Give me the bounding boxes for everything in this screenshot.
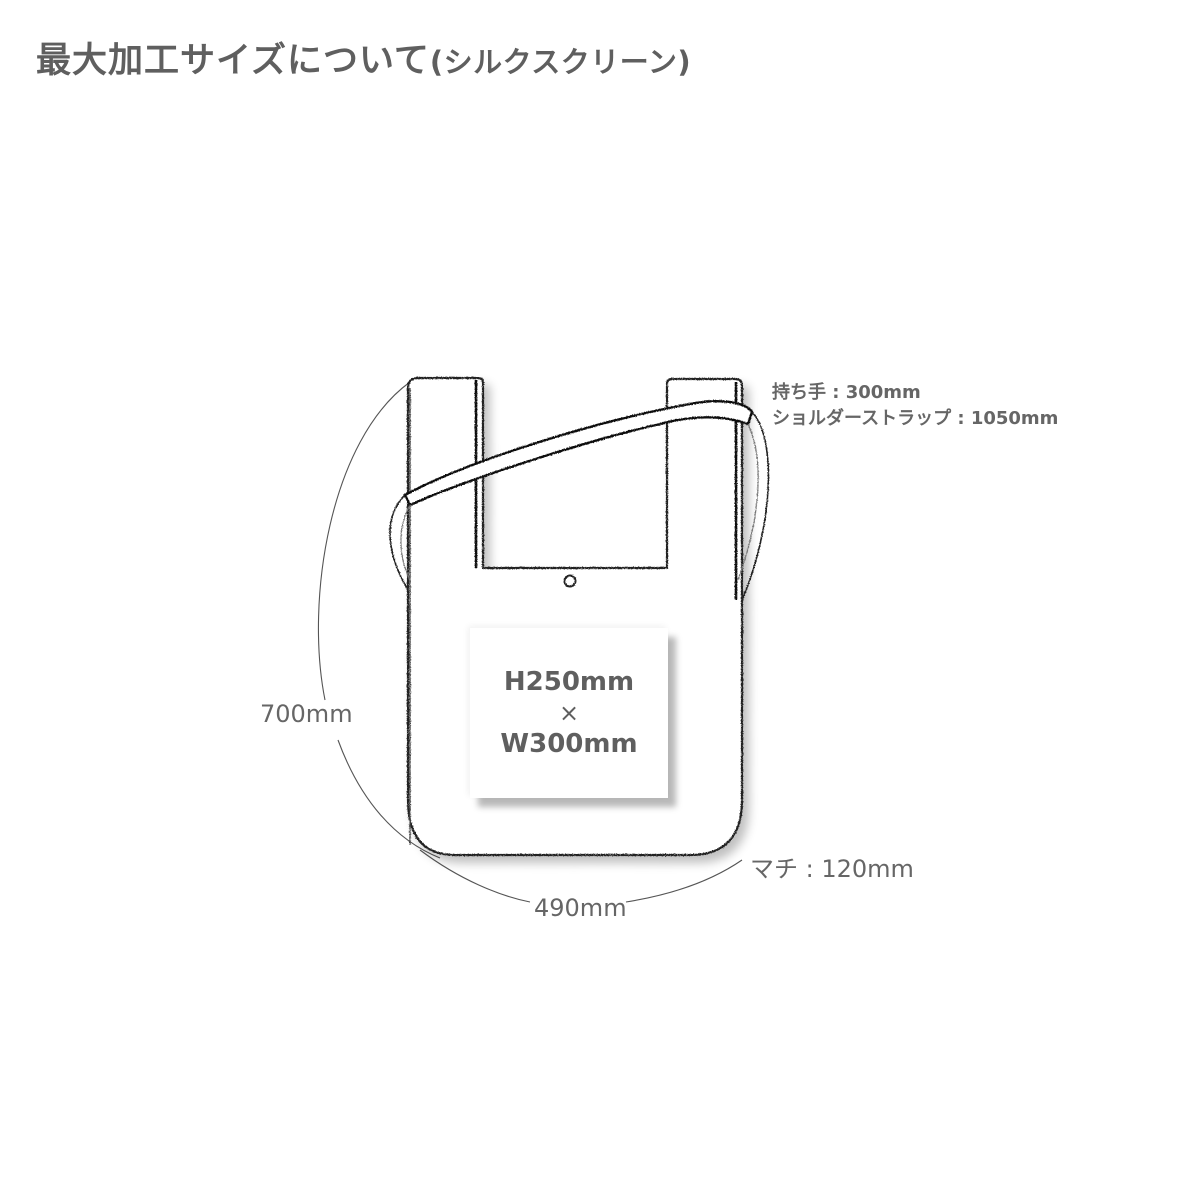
title-main: 最大加工サイズについて [36,41,430,81]
print-area-times-sign: × [558,699,580,727]
print-area-box: H250mm × W300mm [470,628,668,798]
handle-length-label: 持ち手 : 300mm [772,382,921,403]
strap-right-loop-inner [737,423,759,581]
handle-spec: 持ち手 : 300mm ショルダーストラップ : 1050mm [772,380,1058,432]
strap-length-label: ショルダーストラップ : 1050mm [772,408,1059,429]
height-arc-lower [337,739,441,859]
print-area-height: H250mm [503,667,635,697]
width-dimension-label: 490mm [534,894,627,922]
gusset-dimension-label: マチ : 120mm [750,855,914,883]
title-sub: (シルクスクリーン) [429,45,692,79]
strap-left-loop-inner [400,504,411,581]
strap-left-loop [389,494,409,591]
width-arc-right [625,859,743,903]
height-dimension-label: 700mm [260,700,353,728]
dimension-lines [317,381,743,903]
print-area-width: W300mm [500,729,638,759]
page-title: 最大加工サイズについて(シルクスクリーン) [36,32,691,83]
width-arc-left [419,849,531,903]
strap-right-loop [741,411,770,601]
snap-button-icon [563,574,577,588]
height-arc [317,381,411,701]
